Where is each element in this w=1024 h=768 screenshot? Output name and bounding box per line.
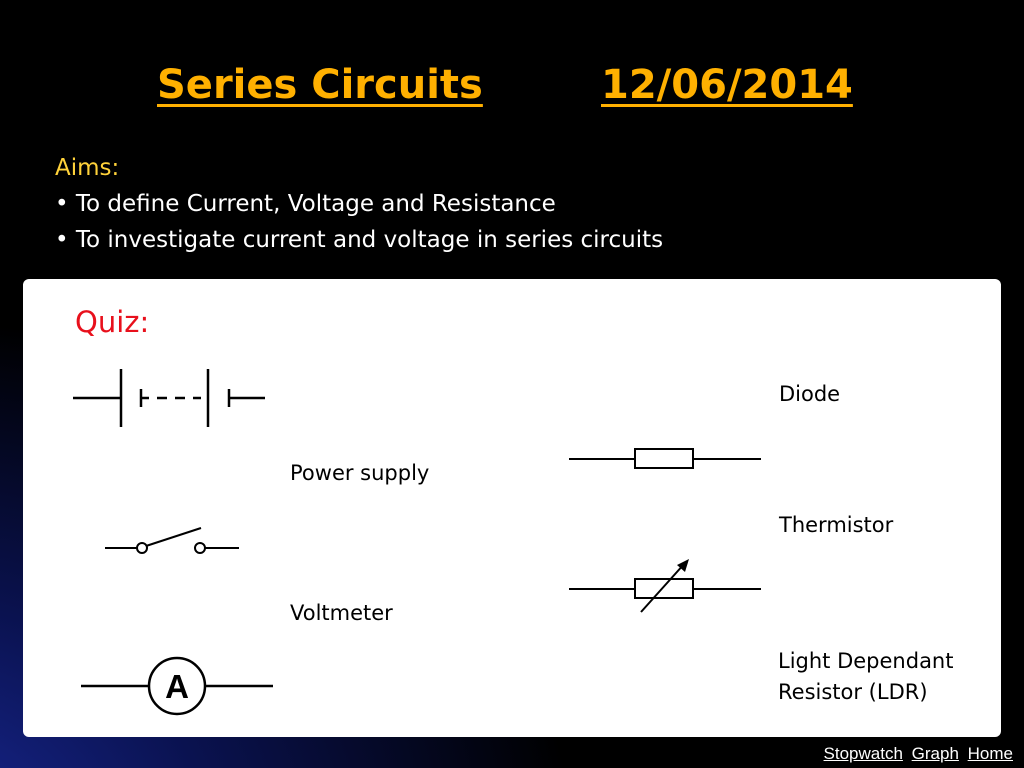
label-ldr-line2: Resistor (LDR) <box>778 680 928 704</box>
battery-symbol <box>73 369 265 427</box>
label-ldr-line1: Light Dependant <box>778 649 954 673</box>
aim-item: • To investigate current and voltage in … <box>55 227 664 253</box>
resistor-symbol <box>569 448 761 469</box>
label-ldr: Light Dependant Resistor (LDR) <box>778 646 953 708</box>
label-power-supply: Power supply <box>290 461 430 485</box>
ammeter-symbol: A <box>81 656 273 716</box>
aims-section: Aims: • To define Current, Voltage and R… <box>55 150 663 258</box>
slide-title: Series Circuits <box>157 62 483 108</box>
nav-links: Stopwatch Graph Home <box>820 744 1013 764</box>
quiz-panel: Quiz: A <box>23 279 1001 737</box>
label-thermistor: Thermistor <box>779 513 894 537</box>
home-link[interactable]: Home <box>967 744 1013 763</box>
ammeter-letter: A <box>165 668 189 705</box>
graph-link[interactable]: Graph <box>911 744 959 763</box>
variable-resistor-symbol <box>569 559 761 613</box>
stopwatch-link[interactable]: Stopwatch <box>823 744 903 763</box>
quiz-heading: Quiz: <box>75 305 150 339</box>
aims-heading: Aims: <box>55 155 120 181</box>
aim-item: • To define Current, Voltage and Resista… <box>55 191 556 217</box>
label-diode: Diode <box>779 382 841 406</box>
slide-date: 12/06/2014 <box>601 62 853 108</box>
switch-symbol <box>105 527 239 554</box>
label-voltmeter: Voltmeter <box>290 601 393 625</box>
aim-text: To define Current, Voltage and Resistanc… <box>75 191 556 217</box>
aim-text: To investigate current and voltage in se… <box>75 227 664 253</box>
